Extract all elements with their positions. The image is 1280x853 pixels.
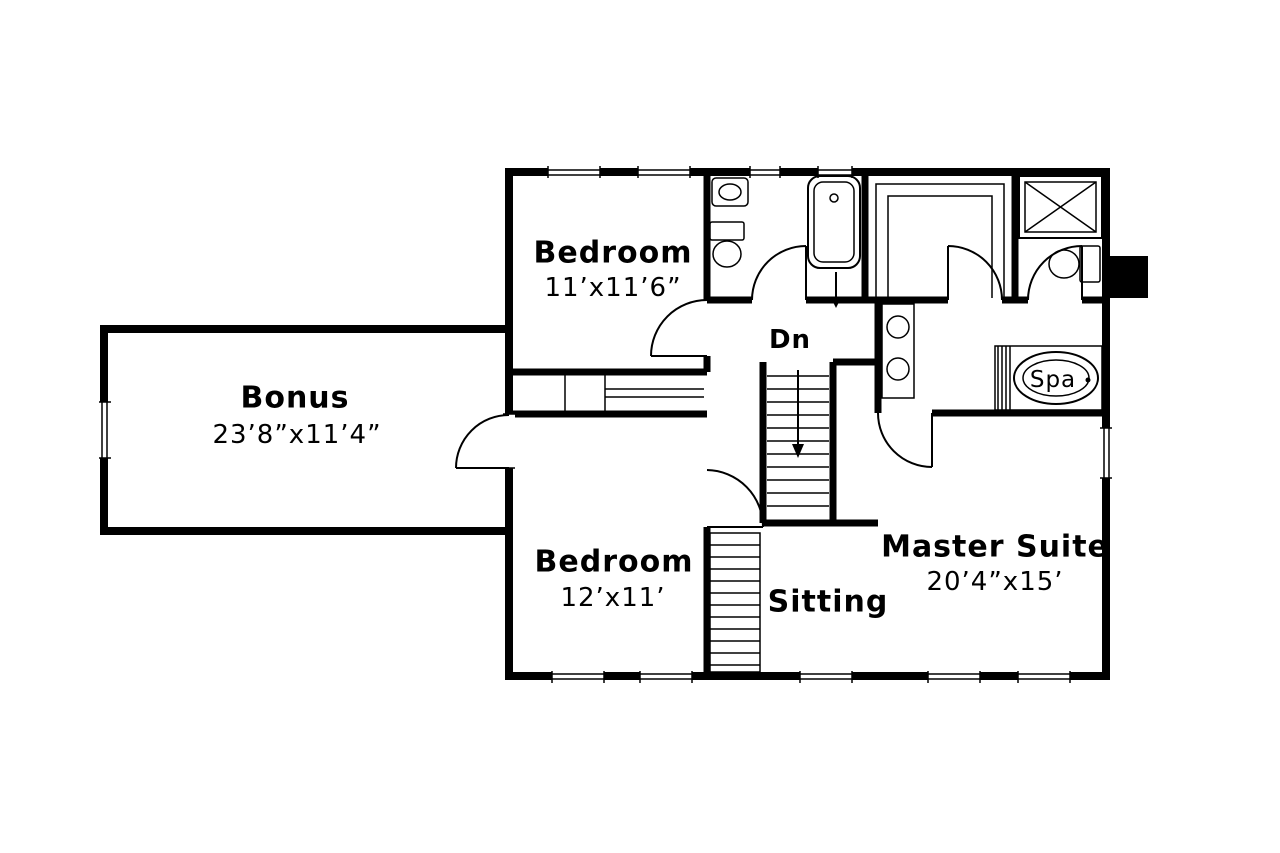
spa-tub xyxy=(994,345,1103,411)
bathtub xyxy=(807,175,861,269)
room-dims-bedroom2: 12’x11’ xyxy=(560,583,666,613)
window xyxy=(637,166,691,178)
fixtures xyxy=(564,175,1148,673)
sink xyxy=(711,177,749,207)
door-bonus xyxy=(455,413,515,469)
chute-arrow xyxy=(831,272,841,308)
shower xyxy=(1018,175,1103,239)
door-bath xyxy=(751,245,807,301)
spa-label: Spa xyxy=(1029,367,1077,393)
room-dims-bonus: 23’8”x11’4” xyxy=(212,420,382,450)
window xyxy=(547,166,601,178)
hall-closet xyxy=(564,372,704,414)
closet-shelves xyxy=(875,183,1005,298)
window xyxy=(927,671,981,683)
window xyxy=(639,671,693,683)
door-bedroom2 xyxy=(706,469,764,528)
stairs xyxy=(767,370,829,507)
room-label-sitting: Sitting xyxy=(767,584,889,620)
window xyxy=(1017,671,1071,683)
interior-walls xyxy=(509,172,1106,676)
windows xyxy=(99,166,1112,683)
window xyxy=(99,401,111,459)
wardrobe-closet xyxy=(709,532,761,673)
door-closet xyxy=(947,245,1003,301)
door-bedroom1 xyxy=(650,299,708,357)
room-label-bonus: Bonus xyxy=(240,380,350,416)
window xyxy=(749,166,781,178)
chimney xyxy=(1106,256,1148,298)
room-label-bedroom1: Bedroom xyxy=(533,235,693,271)
door-master-bath xyxy=(1027,245,1083,301)
doors xyxy=(455,245,1083,528)
stairs-down-label: Dn xyxy=(768,325,812,355)
room-dims-master-suite: 20’4”x15’ xyxy=(926,567,1064,597)
room-label-bedroom2: Bedroom xyxy=(534,544,694,580)
door-master-suite xyxy=(877,412,933,468)
toilet xyxy=(1048,245,1101,283)
window xyxy=(799,671,853,683)
toilet xyxy=(709,221,745,268)
window xyxy=(1100,427,1112,479)
room-label-master-suite: Master Suite xyxy=(881,529,1109,565)
down-arrow xyxy=(792,370,804,458)
room-dims-bedroom1: 11’x11’6” xyxy=(544,273,682,303)
window xyxy=(551,671,605,683)
vanity-sinks xyxy=(881,303,915,399)
